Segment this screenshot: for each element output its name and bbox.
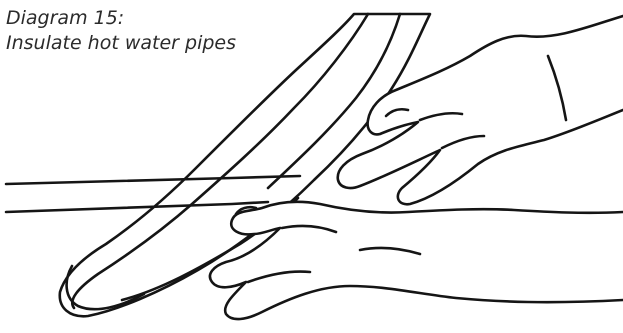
upper-hand (338, 16, 623, 204)
diagram-title: Insulate hot water pipes (6, 31, 236, 56)
lower-hand (210, 202, 623, 319)
diagram-caption: Diagram 15: Insulate hot water pipes (6, 6, 236, 56)
pipe-top-edge (6, 176, 300, 184)
upper-hand-outline (338, 16, 623, 204)
lower-hand-outline (210, 202, 623, 319)
hot-water-pipe (6, 176, 300, 212)
pipe-bottom-edge (6, 202, 268, 212)
diagram-number: Diagram 15: (6, 6, 236, 31)
